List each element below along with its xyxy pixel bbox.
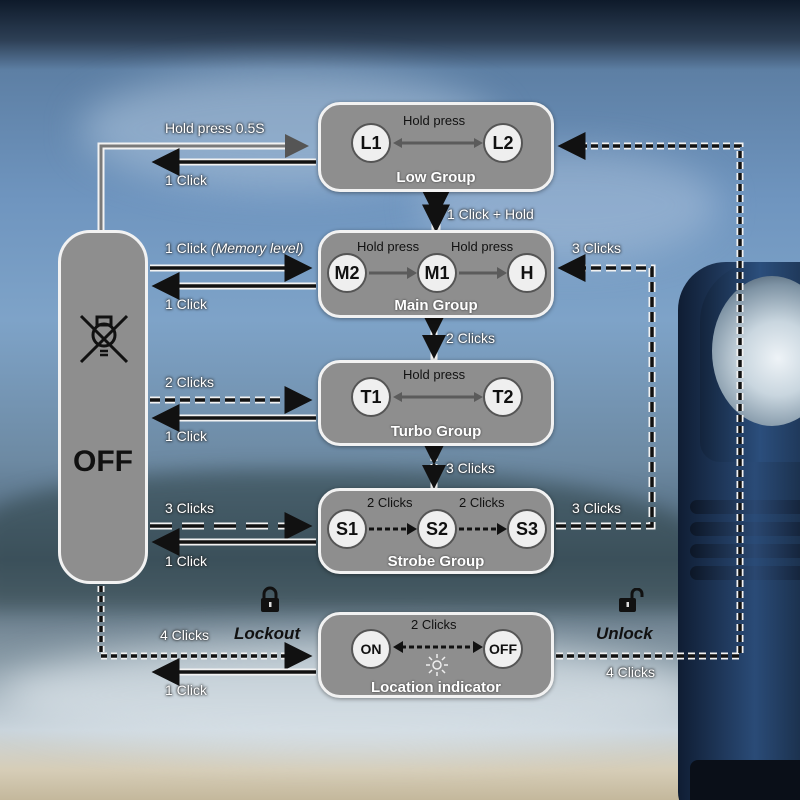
turbo-group-title: Turbo Group — [390, 423, 482, 440]
arrow-strobe-to-main — [556, 264, 656, 530]
label-off-to-strobe: 3 Clicks — [165, 500, 215, 516]
label-turbo-strobe: 3 Clicks — [446, 460, 496, 476]
label-unlock: Unlock — [596, 624, 653, 643]
mode-h: H — [507, 253, 547, 293]
flashlight-ring — [690, 544, 800, 558]
flashlight-ring — [690, 566, 800, 580]
flashlight-lens — [712, 276, 800, 426]
main-group-title: Main Group — [394, 297, 478, 314]
label-click-hold: 1 Click + Hold — [447, 206, 534, 222]
main-inner-arrow-1 — [369, 267, 417, 279]
flashlight-ring — [690, 522, 800, 536]
lock-icon — [261, 586, 279, 612]
location-inner-arrow — [393, 641, 483, 653]
turbo-group-node: T1 T2 Hold press Turbo Group — [318, 360, 554, 446]
arrow-unlock-to-low — [556, 142, 744, 660]
flashlight-cap — [690, 760, 800, 800]
mode-l2: L2 — [483, 123, 523, 163]
mode-t1: T1 — [351, 377, 391, 417]
low-inner-arrow — [393, 138, 483, 148]
mode-t2: T2 — [483, 377, 523, 417]
strobe-clicks-label-1: 2 Clicks — [367, 495, 413, 510]
label-off-to-main: 1 Click (Memory level) — [165, 240, 304, 256]
strobe-group-title: Strobe Group — [387, 553, 485, 570]
strobe-inner-arrow-1 — [369, 523, 417, 535]
label-strobe-to-off: 1 Click — [165, 553, 208, 569]
sun-icon — [426, 654, 448, 676]
label-low-to-off: 1 Click — [165, 172, 208, 188]
location-clicks-label: 2 Clicks — [411, 617, 457, 632]
label-lockout: Lockout — [234, 624, 301, 643]
label-location-to-off: 1 Click — [165, 682, 208, 698]
off-state-panel: OFF — [58, 230, 148, 584]
label-off-to-turbo: 2 Clicks — [165, 374, 215, 390]
label-turbo-to-off: 1 Click — [165, 428, 208, 444]
mode-on: ON — [351, 629, 391, 669]
lamp-off-icon — [79, 314, 129, 364]
label-main-to-off: 1 Click — [165, 296, 208, 312]
mode-s2: S2 — [417, 509, 457, 549]
mode-l1: L1 — [351, 123, 391, 163]
mode-m2: M2 — [327, 253, 367, 293]
label-right-bottom-3-clicks: 3 Clicks — [572, 500, 622, 516]
label-off-to-lockout: 4 Clicks — [160, 627, 210, 643]
strobe-group-node: S1 S2 S3 2 Clicks 2 Clicks Strobe Group — [318, 488, 554, 574]
off-label: OFF — [73, 445, 133, 478]
main-hold-label-2: Hold press — [451, 239, 514, 254]
location-indicator-node: ON OFF 2 Clicks Location indicator — [318, 612, 554, 698]
low-group-title: Low Group — [396, 169, 476, 186]
strobe-inner-arrow-2 — [459, 523, 507, 535]
label-main-turbo: 2 Clicks — [446, 330, 496, 346]
mode-off: OFF — [483, 629, 523, 669]
label-unlock-4-clicks: 4 Clicks — [606, 664, 656, 680]
main-group-node: M2 M1 H Hold press Hold press Main Group — [318, 230, 554, 318]
turbo-hold-label: Hold press — [403, 367, 466, 382]
label-hold-05s: Hold press 0.5S — [165, 120, 265, 136]
location-group-title: Location indicator — [370, 679, 501, 696]
low-group-node: L1 L2 Hold press Low Group — [318, 102, 554, 192]
mode-s1: S1 — [327, 509, 367, 549]
turbo-inner-arrow — [393, 392, 483, 402]
flashlight-ring — [690, 500, 800, 514]
mode-m1: M1 — [417, 253, 457, 293]
label-right-top-3-clicks: 3 Clicks — [572, 240, 622, 256]
low-hold-label: Hold press — [403, 113, 466, 128]
strobe-clicks-label-2: 2 Clicks — [459, 495, 505, 510]
mode-s3: S3 — [507, 509, 547, 549]
main-hold-label-1: Hold press — [357, 239, 420, 254]
main-inner-arrow-2 — [459, 267, 507, 279]
unlock-icon — [619, 588, 644, 612]
